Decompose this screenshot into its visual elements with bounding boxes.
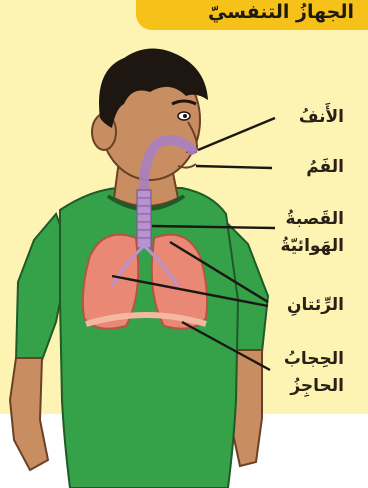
label-trachea-line2: الهَوائيّةُ	[280, 233, 344, 260]
label-diaphragm-line1: الحِجابُ	[284, 346, 344, 373]
label-lungs-text: الرِّئتانِ	[287, 292, 344, 319]
label-lungs: الرِّئتانِ	[287, 292, 344, 319]
leader-mouth	[196, 166, 272, 168]
label-nose-text: الأَنفُ	[299, 104, 344, 131]
label-diaphragm: الحِجابُ الحاجِزُ	[284, 346, 344, 400]
label-mouth: الفَمُ	[306, 154, 344, 181]
trachea	[137, 190, 151, 248]
left-hand	[10, 358, 48, 470]
label-mouth-text: الفَمُ	[306, 154, 344, 181]
label-trachea-line1: القَصبةُ	[280, 206, 344, 233]
label-trachea: القَصبةُ الهَوائيّةُ	[280, 206, 344, 260]
label-nose: الأَنفُ	[299, 104, 344, 131]
label-diaphragm-line2: الحاجِزُ	[284, 373, 344, 400]
leader-nose	[198, 118, 275, 150]
